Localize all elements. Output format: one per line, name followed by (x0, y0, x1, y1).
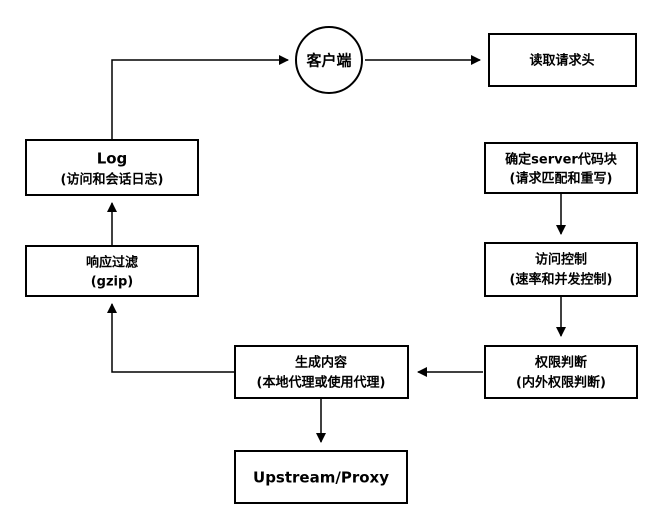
permission-check-line1: 权限判断 (534, 355, 587, 371)
edge-log-to-client (111, 55, 289, 140)
client-node: 客户端 (295, 26, 363, 94)
server-match-line1: 确定server代码块 (505, 152, 618, 168)
content-generation-line1: 生成内容 (295, 355, 347, 371)
read-headers-label: 读取请求头 (529, 53, 594, 69)
access-control-line1: 访问控制 (535, 252, 587, 268)
response-filter-node: 响应过滤 (gzip) (25, 245, 199, 297)
edge-content-generation-to-response-filter (107, 303, 234, 373)
access-control-node: 访问控制 (速率和并发控制) (484, 242, 638, 297)
upstream-label: Upstream/Proxy (253, 469, 389, 487)
content-generation-node: 生成内容 (本地代理或使用代理) (234, 345, 409, 399)
log-line2: (访问和会话日志) (61, 172, 164, 188)
server-match-node: 确定server代码块 (请求匹配和重写) (484, 142, 638, 194)
client-label: 客户端 (305, 52, 351, 70)
log-node: Log (访问和会话日志) (25, 139, 199, 196)
content-generation-line2: (本地代理或使用代理) (257, 375, 386, 391)
response-filter-line2: (gzip) (91, 275, 134, 290)
permission-check-node: 权限判断 (内外权限判断) (484, 345, 638, 399)
read-headers-node: 读取请求头 (488, 33, 637, 87)
upstream-node: Upstream/Proxy (234, 450, 408, 504)
response-filter-line1: 响应过滤 (86, 255, 138, 271)
access-control-line2: (速率和并发控制) (510, 272, 613, 288)
server-match-line2: (请求匹配和重写) (510, 171, 613, 187)
permission-check-line2: (内外权限判断) (516, 375, 606, 391)
log-line1: Log (97, 150, 128, 168)
